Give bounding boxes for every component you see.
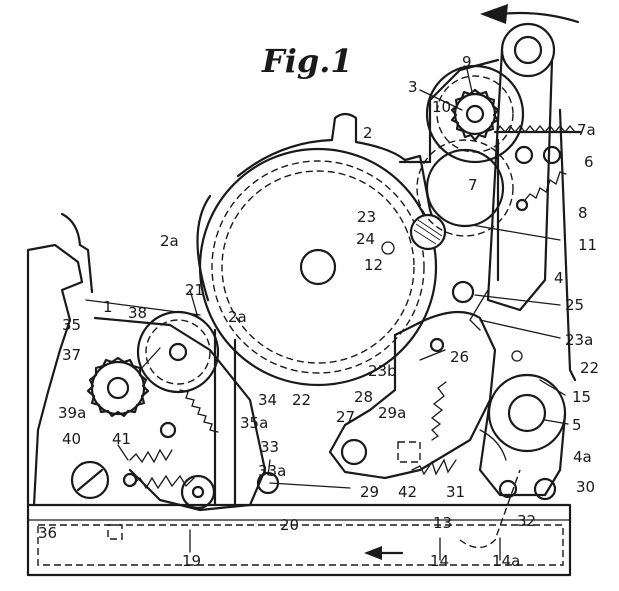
center-springs [397, 381, 507, 476]
label-32: 32 [517, 512, 536, 530]
label-35: 35 [62, 316, 81, 334]
label-8: 8 [578, 204, 588, 222]
label-38: 38 [128, 304, 147, 322]
label-23a: 23a [565, 331, 593, 349]
label-9: 9 [462, 53, 472, 71]
label-33: 33 [260, 438, 279, 456]
bottom-direction-arrow [364, 546, 404, 560]
label-4a: 4a [573, 448, 592, 466]
label-26: 26 [450, 348, 469, 366]
lower-right-pins [459, 469, 557, 549]
label-15: 15 [572, 388, 591, 406]
label-23b: 23b [368, 362, 397, 380]
right-hub-lever [478, 350, 567, 497]
label-14: 14 [430, 552, 449, 570]
left-pinion-gear [86, 356, 150, 418]
leader-lines [117, 68, 569, 561]
label-28: 28 [354, 388, 373, 406]
label-2a-left: 2a [160, 232, 179, 250]
lever-pins [514, 145, 562, 212]
intermediate-gear [416, 139, 514, 237]
left-sector-plate [93, 316, 267, 512]
upper-frame [398, 58, 500, 282]
left-screw [70, 460, 110, 500]
label-1: 1 [103, 298, 113, 316]
lower-pivot-lever [328, 310, 497, 480]
top-pinion [450, 88, 500, 142]
label-10: 10 [432, 98, 451, 116]
label-12: 12 [364, 256, 383, 274]
label-34: 34 [258, 391, 277, 409]
cam-roller [409, 213, 447, 251]
label-42: 42 [398, 483, 417, 501]
pin-25 [451, 280, 475, 304]
lower-left-lever [122, 421, 216, 510]
label-21: 21 [185, 281, 204, 299]
label-27: 27 [336, 408, 355, 426]
toothed-rack [493, 124, 582, 134]
main-disc-wheel [198, 147, 438, 387]
left-springs [129, 448, 195, 490]
right-lever [469, 22, 577, 382]
label-7: 7 [468, 176, 478, 194]
cam-plate [196, 112, 442, 302]
label-33a: 33a [258, 462, 286, 480]
label-7a: 7a [577, 121, 596, 139]
label-24: 24 [356, 230, 375, 248]
label-41: 41 [112, 430, 131, 448]
label-39a: 39a [58, 404, 86, 422]
label-22-right: 22 [580, 359, 599, 377]
label-40: 40 [62, 430, 81, 448]
label-36: 36 [38, 524, 57, 542]
label-3: 3 [408, 78, 418, 96]
label-14a: 14a [492, 552, 520, 570]
label-29: 29 [360, 483, 379, 501]
label-13: 13 [433, 514, 452, 532]
left-upper-gear [136, 310, 220, 394]
top-direction-arrow [480, 4, 580, 24]
label-23: 23 [357, 208, 376, 226]
label-30: 30 [576, 478, 595, 496]
figure-title: Fig.1 [261, 42, 353, 80]
label-5: 5 [572, 416, 582, 434]
label-2a-mid: 2a [228, 308, 247, 326]
label-22-mid: 22 [292, 391, 311, 409]
label-4: 4 [554, 269, 564, 287]
upper-spring [524, 171, 567, 201]
label-2: 2 [363, 124, 373, 142]
label-29a: 29a [378, 404, 406, 422]
label-25: 25 [565, 296, 584, 314]
base-plate [26, 503, 572, 577]
label-20: 20 [280, 516, 299, 534]
label-19: 19 [182, 552, 201, 570]
label-11: 11 [578, 236, 597, 254]
label-6: 6 [584, 153, 594, 171]
label-31: 31 [446, 483, 465, 501]
label-35a: 35a [240, 414, 268, 432]
label-37: 37 [62, 346, 81, 364]
reference-labels: 9 3 10 2 7a 6 7 8 11 23 24 12 2a 4 25 23… [38, 53, 599, 570]
